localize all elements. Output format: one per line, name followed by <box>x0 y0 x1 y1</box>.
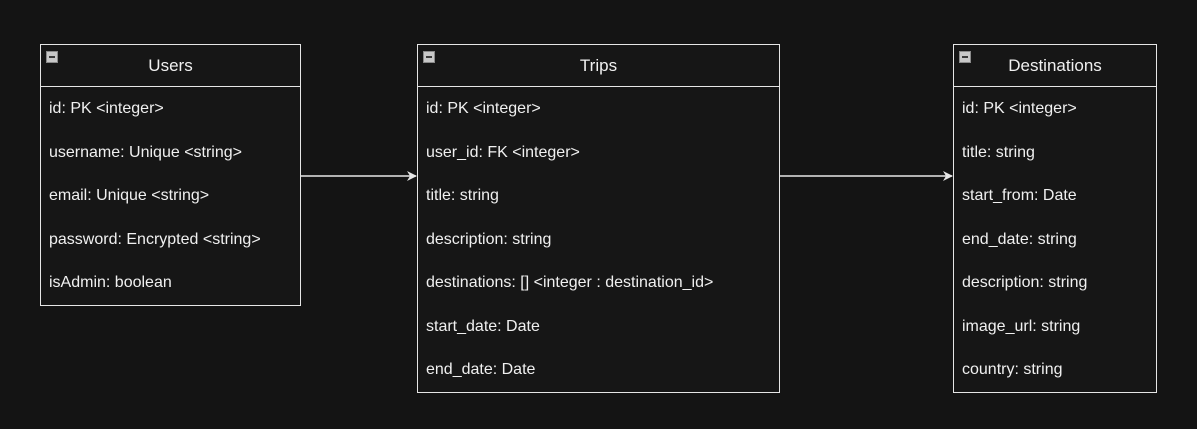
users-entity-title: Users <box>148 55 193 75</box>
destinations-entity-header[interactable]: Destinations <box>954 45 1156 87</box>
destinations-field: end_date: string <box>962 230 1077 248</box>
users-field: isAdmin: boolean <box>49 274 172 291</box>
destinations-entity[interactable]: Destinations id: PK <integer> title: str… <box>953 44 1157 393</box>
trips-entity[interactable]: Trips id: PK <integer> user_id: FK <inte… <box>417 44 780 393</box>
trips-entity-header[interactable]: Trips <box>418 45 779 87</box>
trips-field: destinations: [] <integer : destination_… <box>426 274 714 291</box>
trips-field: description: string <box>426 230 552 248</box>
users-field-list: id: PK <integer> username: Unique <strin… <box>41 87 300 305</box>
trips-entity-title: Trips <box>579 55 618 75</box>
users-field: password: Encrypted <string> <box>49 230 261 248</box>
users-field: username: Unique <string> <box>49 143 242 161</box>
destinations-field: description: string <box>962 274 1088 291</box>
destinations-field: image_url: string <box>962 317 1081 335</box>
users-entity[interactable]: Users id: PK <integer> username: Unique … <box>40 44 301 306</box>
trips-field: start_date: Date <box>426 317 540 335</box>
destinations-entity-title: Destinations <box>1008 55 1102 75</box>
destinations-field: title: string <box>962 143 1035 161</box>
collapse-icon[interactable] <box>46 51 58 63</box>
trips-field-list: id: PK <integer> user_id: FK <integer> t… <box>418 87 779 392</box>
trips-field: title: string <box>426 187 499 204</box>
collapse-icon[interactable] <box>959 51 971 63</box>
destinations-field-list: id: PK <integer> title: string start_fro… <box>954 87 1156 392</box>
trips-field: end_date: Date <box>426 361 536 378</box>
destinations-field: id: PK <integer> <box>962 100 1077 117</box>
users-entity-header[interactable]: Users <box>41 45 300 87</box>
collapse-icon[interactable] <box>423 51 435 63</box>
users-field: email: Unique <string> <box>49 187 210 204</box>
destinations-field: start_from: Date <box>962 187 1077 204</box>
trips-field: id: PK <integer> <box>426 100 541 117</box>
trips-field: user_id: FK <integer> <box>426 143 580 161</box>
destinations-field: country: string <box>962 361 1063 378</box>
users-field: id: PK <integer> <box>49 100 164 117</box>
